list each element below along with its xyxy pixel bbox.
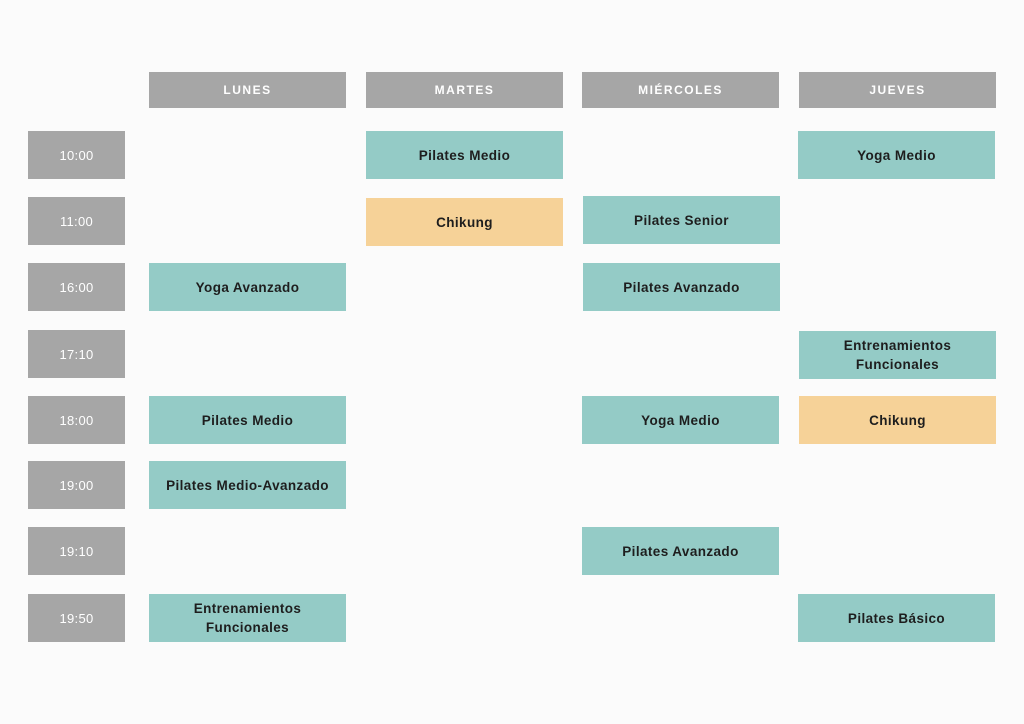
class-lunes-1900: Pilates Medio-Avanzado — [149, 461, 346, 509]
time-slot-1100: 11:00 — [28, 197, 125, 245]
class-lunes-1600: Yoga Avanzado — [149, 263, 346, 311]
class-miercoles-1100: Pilates Senior — [583, 196, 780, 244]
class-jueves-1710: Entrenamientos Funcionales — [799, 331, 996, 379]
class-jueves-1950: Pilates Básico — [798, 594, 995, 642]
time-slot-1710: 17:10 — [28, 330, 125, 378]
class-miercoles-1600: Pilates Avanzado — [583, 263, 780, 311]
time-slot-1950: 19:50 — [28, 594, 125, 642]
class-miercoles-1910: Pilates Avanzado — [582, 527, 779, 575]
class-martes-1100: Chikung — [366, 198, 563, 246]
time-slot-1900: 19:00 — [28, 461, 125, 509]
time-slot-1600: 16:00 — [28, 263, 125, 311]
class-jueves-1710-line2: Funcionales — [855, 357, 940, 372]
day-header-jueves: JUEVES — [799, 72, 996, 108]
class-jueves-1710-line1: Entrenamientos — [843, 338, 952, 353]
class-jueves-1000: Yoga Medio — [798, 131, 995, 179]
time-slot-1800: 18:00 — [28, 396, 125, 444]
class-lunes-1950-line1: Entrenamientos — [193, 601, 302, 616]
day-header-miercoles: MIÉRCOLES — [582, 72, 779, 108]
time-slot-1910: 19:10 — [28, 527, 125, 575]
day-header-martes: MARTES — [366, 72, 563, 108]
class-jueves-1800: Chikung — [799, 396, 996, 444]
class-miercoles-1800: Yoga Medio — [582, 396, 779, 444]
day-header-lunes: LUNES — [149, 72, 346, 108]
time-slot-1000: 10:00 — [28, 131, 125, 179]
class-lunes-1950-line2: Funcionales — [205, 620, 290, 635]
class-lunes-1800: Pilates Medio — [149, 396, 346, 444]
class-lunes-1950: Entrenamientos Funcionales — [149, 594, 346, 642]
class-martes-1000: Pilates Medio — [366, 131, 563, 179]
